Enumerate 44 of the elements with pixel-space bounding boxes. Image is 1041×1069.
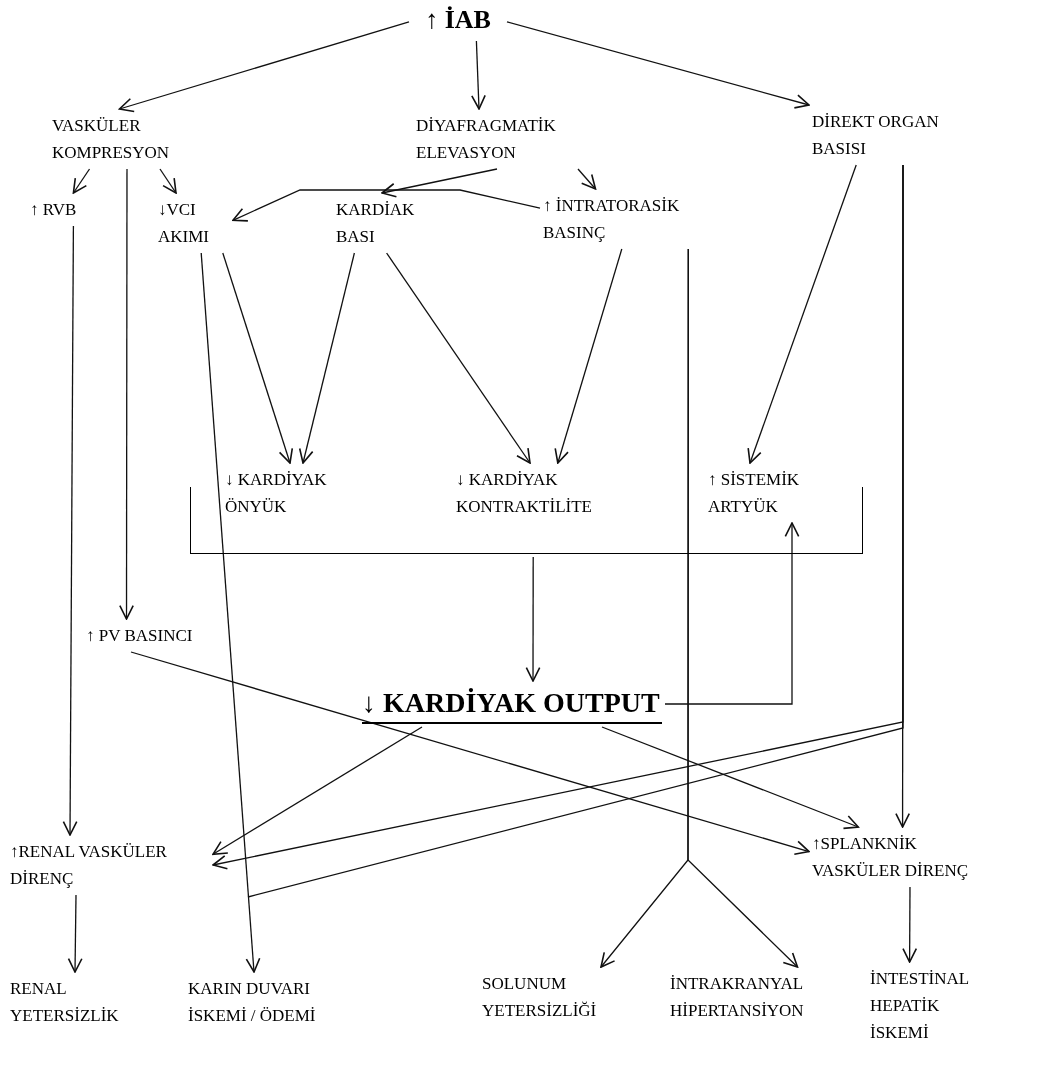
outcome-label: RENAL YETERSİZLİK bbox=[10, 978, 120, 1027]
effect-label: ↑RENAL VASKÜLER DİRENÇ bbox=[10, 841, 168, 890]
effect-label: ↑ RVB bbox=[30, 199, 78, 221]
outcome-label: İNTESTİNAL HEPATİK İSKEMİ bbox=[870, 968, 970, 1044]
arrow bbox=[67, 894, 83, 973]
arrow bbox=[577, 168, 597, 190]
effect-label: ↑SPLANKNİK VASKÜLER DİRENÇ bbox=[812, 833, 969, 882]
effect-label: ↑ PV BASINCI bbox=[86, 625, 194, 647]
root-cause-label: ↑ İAB bbox=[424, 4, 492, 36]
arrow bbox=[664, 522, 800, 705]
cause-label: DİREKT ORGAN BASISI bbox=[812, 111, 940, 160]
arrow bbox=[232, 189, 541, 222]
arrow bbox=[298, 252, 356, 464]
arrow bbox=[506, 21, 810, 109]
effect-label: ↑ SİSTEMİK ARTYÜK bbox=[708, 469, 801, 518]
arrow bbox=[222, 252, 294, 464]
arrow bbox=[554, 248, 623, 464]
arrow bbox=[212, 726, 423, 855]
arrow bbox=[62, 225, 78, 836]
central-effect-label: ↓ KARDİYAK OUTPUT bbox=[362, 686, 661, 720]
arrow bbox=[601, 726, 860, 830]
arrow bbox=[525, 556, 541, 682]
cause-label: DİYAFRAGMATİK ELEVASYON bbox=[416, 115, 557, 164]
outcome-label: İNTRAKRANYAL HİPERTANSİYON bbox=[670, 973, 805, 1022]
arrow bbox=[119, 168, 134, 620]
arrow bbox=[747, 164, 857, 464]
arrow bbox=[385, 252, 531, 464]
outcome-label: SOLUNUM YETERSİZLİĞİ bbox=[482, 973, 598, 1022]
cause-label: VASKÜLER KOMPRESYON bbox=[52, 115, 171, 164]
arrow bbox=[118, 21, 410, 113]
arrow bbox=[902, 886, 918, 963]
arrow bbox=[687, 248, 799, 968]
outcome-label: KARIN DUVARI İSKEMİ / ÖDEMİ bbox=[188, 978, 317, 1027]
arrow bbox=[72, 168, 91, 194]
effect-label: ↓VCI AKIMI bbox=[158, 199, 210, 248]
arrow bbox=[159, 168, 177, 194]
arrow bbox=[471, 40, 486, 110]
effect-label: ↓ KARDİYAK KONTRAKTİLİTE bbox=[456, 469, 593, 518]
effect-label: KARDİAK BASI bbox=[336, 199, 416, 248]
effect-label: ↓ KARDİYAK ÖNYÜK bbox=[225, 469, 328, 518]
effect-label: ↑ İNTRATORASİK BASINÇ bbox=[543, 195, 681, 244]
arrow bbox=[381, 168, 498, 198]
arrow bbox=[200, 252, 261, 973]
arrow bbox=[130, 651, 810, 856]
